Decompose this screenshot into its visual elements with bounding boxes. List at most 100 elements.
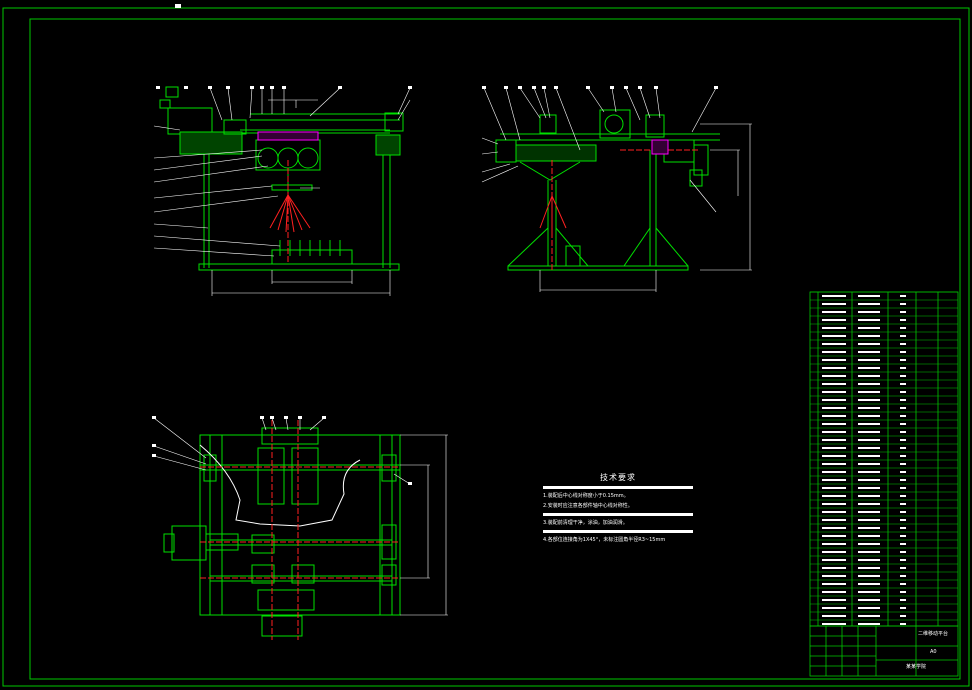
parts-row-qty-mark [900, 311, 906, 313]
parts-row-name-mark [858, 383, 880, 385]
parts-row-name-mark [858, 551, 880, 553]
parts-row-code-mark [822, 367, 846, 369]
parts-row-qty-mark [900, 543, 906, 545]
parts-row-code-mark [822, 487, 846, 489]
parts-row-code-mark [822, 343, 846, 345]
parts-row-qty-mark [900, 559, 906, 561]
parts-row-qty-mark [900, 383, 906, 385]
parts-row-code-mark [822, 383, 846, 385]
parts-row-qty-mark [900, 415, 906, 417]
parts-row-name-mark [858, 607, 880, 609]
parts-row-code-mark [822, 455, 846, 457]
parts-row-code-mark [822, 615, 846, 617]
parts-row-name-mark [858, 511, 880, 513]
side-view-dimensions [481, 87, 752, 292]
requirement-item: 4.各部位连接角为1X45°，未标注圆角半径R3~15mm [543, 537, 666, 543]
parts-row-name-mark [858, 303, 880, 305]
top-view [163, 427, 401, 637]
parts-row-qty-mark [900, 359, 906, 361]
parts-row-code-mark [822, 295, 846, 297]
parts-row-code-mark [822, 431, 846, 433]
parts-row-code-mark [822, 551, 846, 553]
technical-requirements-title: 技术要求 [600, 473, 636, 482]
parts-row-name-mark [858, 367, 880, 369]
parts-row-name-mark [858, 487, 880, 489]
parts-row-name-mark [858, 375, 880, 377]
parts-row-code-mark [822, 471, 846, 473]
parts-row-name-mark [858, 471, 880, 473]
parts-row-name-mark [858, 431, 880, 433]
parts-row-name-mark [858, 519, 880, 521]
rule-line [543, 530, 693, 533]
parts-row-code-mark [822, 495, 846, 497]
parts-row-code-mark [822, 375, 846, 377]
parts-row-name-mark [858, 335, 880, 337]
parts-row-qty-mark [900, 535, 906, 537]
parts-row-code-mark [822, 623, 846, 625]
parts-row-code-mark [822, 567, 846, 569]
parts-row-qty-mark [900, 599, 906, 601]
parts-row-qty-mark [900, 423, 906, 425]
parts-row-code-mark [822, 391, 846, 393]
parts-row-qty-mark [900, 615, 906, 617]
parts-row-qty-mark [900, 431, 906, 433]
parts-row-code-mark [822, 399, 846, 401]
parts-row-qty-mark [900, 591, 906, 593]
sheet-marker [175, 4, 181, 8]
parts-list [809, 291, 959, 627]
parts-row-qty-mark [900, 519, 906, 521]
parts-row-name-mark [858, 591, 880, 593]
parts-row-code-mark [822, 559, 846, 561]
requirement-item: 3.装配前清理干净，涂油，加油润滑。 [543, 520, 628, 526]
rule-line [543, 486, 693, 489]
parts-row-code-mark [822, 607, 846, 609]
parts-row-code-mark [822, 575, 846, 577]
parts-row-qty-mark [900, 511, 906, 513]
parts-row-qty-mark [900, 439, 906, 441]
parts-row-code-mark [822, 479, 846, 481]
parts-row-name-mark [858, 495, 880, 497]
parts-row-name-mark [858, 567, 880, 569]
parts-row-code-mark [822, 527, 846, 529]
parts-row-name-mark [858, 319, 880, 321]
parts-row-qty-mark [900, 343, 906, 345]
parts-row-name-mark [858, 543, 880, 545]
parts-row-code-mark [822, 311, 846, 313]
parts-row-name-mark [858, 423, 880, 425]
parts-row-name-mark [858, 527, 880, 529]
parts-row-code-mark [822, 463, 846, 465]
parts-row-qty-mark [900, 367, 906, 369]
drawing-scale: A0 [930, 649, 937, 655]
title-block [809, 625, 959, 677]
parts-row-name-mark [858, 455, 880, 457]
parts-row-code-mark [822, 599, 846, 601]
parts-row-code-mark [822, 415, 846, 417]
parts-row-name-mark [858, 311, 880, 313]
technical-requirements: 技术要求 1.装配后中心线对称度小于0.15mm。 2.安装时应注意各部件轴中心… [543, 472, 693, 545]
parts-row-name-mark [858, 359, 880, 361]
parts-row-qty-mark [900, 527, 906, 529]
parts-row-qty-mark [900, 407, 906, 409]
parts-row-code-mark [822, 335, 846, 337]
parts-row-code-mark [822, 439, 846, 441]
parts-row-qty-mark [900, 607, 906, 609]
parts-row-name-mark [858, 415, 880, 417]
front-view-spray [269, 160, 311, 264]
parts-row-name-mark [858, 295, 880, 297]
parts-row-name-mark [858, 535, 880, 537]
parts-row-name-mark [858, 399, 880, 401]
parts-row-code-mark [822, 351, 846, 353]
parts-row-code-mark [822, 447, 846, 449]
parts-row-code-mark [822, 319, 846, 321]
parts-row-name-mark [858, 599, 880, 601]
parts-row-code-mark [822, 327, 846, 329]
parts-row-code-mark [822, 535, 846, 537]
rule-line [543, 513, 693, 516]
parts-row-code-mark [822, 359, 846, 361]
parts-row-name-mark [858, 407, 880, 409]
front-view-balloons [156, 86, 412, 89]
parts-row-name-mark [858, 327, 880, 329]
parts-row-code-mark [822, 511, 846, 513]
